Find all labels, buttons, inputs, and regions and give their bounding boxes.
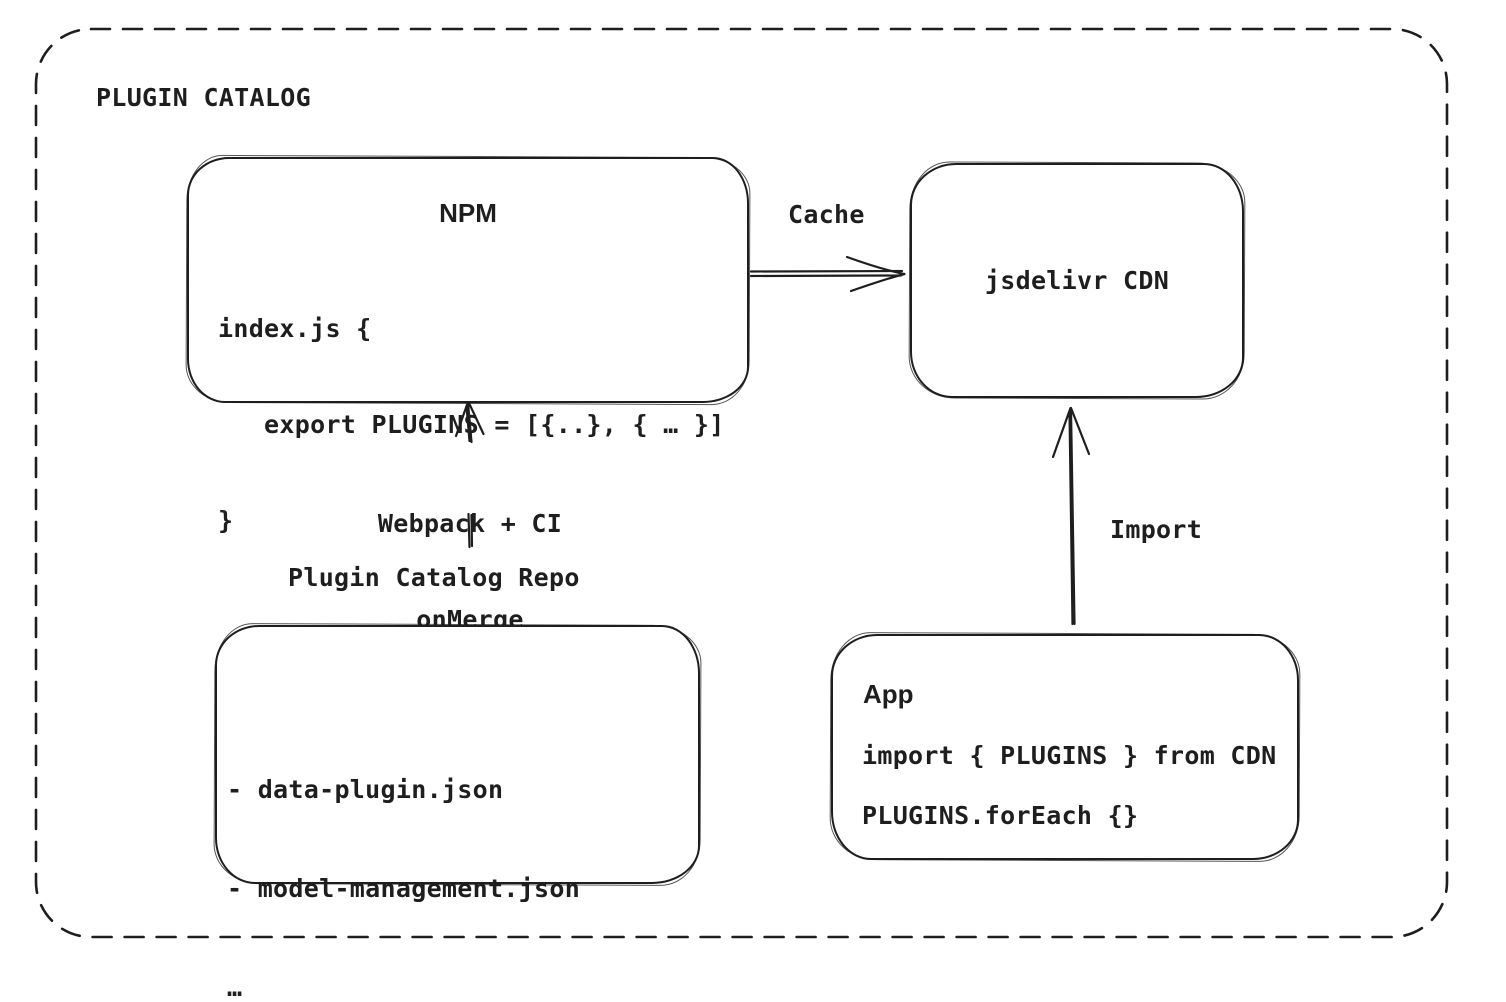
npm-code-block: index.js { export PLUGINS = [{..}, { … }… (218, 249, 725, 601)
cache-edge-label: Cache (788, 200, 865, 229)
app-code-line-2: PLUGINS.forEach {} (862, 801, 1139, 830)
cache-arrow-head (845, 255, 906, 276)
diagram-title: PLUGIN CATALOG (96, 83, 311, 112)
repo-file-list: - data-plugin.json - model-management.js… (227, 707, 580, 1002)
npm-node: NPM index.js { export PLUGINS = [{..}, {… (187, 157, 749, 535)
npm-code-line-1: index.js { (218, 314, 372, 343)
cache-arrow-head (849, 272, 906, 293)
npm-code-line-2: export PLUGINS = [{..}, { … }] (218, 410, 725, 439)
repo-node: - data-plugin.json - model-management.js… (215, 625, 700, 1002)
cache-arrow (749, 255, 906, 293)
import-arrow (1051, 406, 1091, 626)
app-node: App import { PLUGINS } from CDN PLUGINS.… (831, 634, 1299, 860)
npm-node-title: NPM (439, 198, 497, 228)
import-edge-label: Import (1110, 515, 1203, 544)
repo-node-label: Plugin Catalog Repo (288, 563, 580, 592)
cdn-node-label: jsdelivr CDN (984, 265, 1170, 295)
import-arrow-head (1069, 406, 1091, 456)
repo-file-item-2: - model-management.json (227, 874, 581, 903)
repo-file-item-ellipsis: … (227, 973, 243, 1002)
import-arrow-shaft (1069, 408, 1076, 626)
cache-arrow-shaft (749, 274, 903, 278)
cache-arrow-shaft (749, 269, 904, 273)
import-arrow-shaft (1068, 410, 1074, 626)
import-arrow-head (1051, 406, 1072, 459)
repo-file-item-1: - data-plugin.json (227, 775, 504, 804)
app-code-line-1: import { PLUGINS } from CDN (862, 741, 1277, 770)
npm-code-line-3: } (218, 506, 234, 535)
app-node-title: App (863, 679, 914, 709)
cdn-node: jsdelivr CDN (910, 163, 1244, 398)
build-edge-label-line-1: Webpack + CI (377, 509, 563, 538)
